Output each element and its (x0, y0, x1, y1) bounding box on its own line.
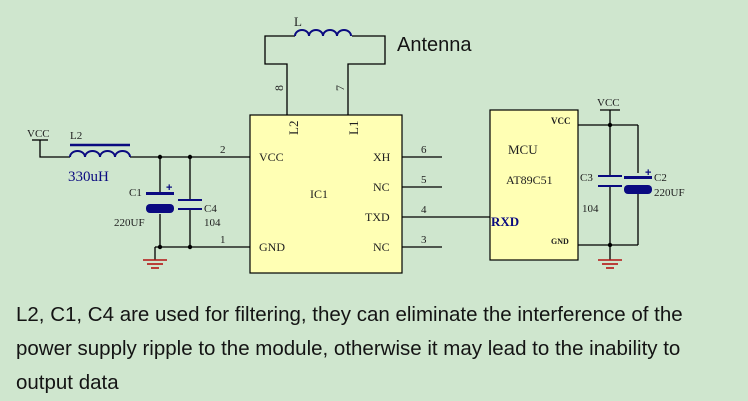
ic1-pin-6-num: 6 (421, 144, 427, 156)
antenna-label: Antenna (397, 34, 472, 56)
c2-ref: C2 (654, 172, 667, 184)
c1-plus-icon: + (166, 182, 172, 194)
ic1-body (249, 114, 403, 274)
ic1-pin-7-num: 7 (333, 85, 347, 91)
mcu-part: AT89C51 (506, 173, 553, 187)
antenna-inductor (294, 29, 352, 37)
left-vcc-label: VCC (27, 128, 50, 140)
junction-dot (187, 154, 193, 160)
caption-text: L2, C1, C4 are used for filtering, they … (16, 303, 683, 394)
junction-dot (607, 122, 613, 128)
c1-value: 220UF (114, 217, 145, 229)
l2-value: 330uH (68, 169, 109, 185)
c2-plate-bottom (624, 185, 652, 194)
l2-inductor (69, 150, 131, 158)
ground-icon (143, 259, 167, 269)
ic1-pin-l2-label: L2 (286, 121, 301, 135)
c1-plate-top (146, 192, 174, 195)
ic1-pin-xh-label: XH (373, 150, 391, 164)
ic1-pin-gnd-label: GND (259, 240, 285, 254)
right-vcc-label: VCC (597, 97, 620, 109)
l2-ref: L2 (70, 130, 82, 142)
ic1-pin-leads (402, 156, 442, 248)
c2-value: 220UF (654, 187, 685, 199)
ic1-pin-8-num: 8 (272, 85, 286, 91)
c1-plate-bottom (146, 204, 174, 213)
ic1-pin-4-num: 4 (421, 204, 427, 216)
ic1-pin-5-num: 5 (421, 174, 427, 186)
ic1-pin-l1-label: L1 (346, 121, 361, 135)
ground-icon (598, 259, 622, 269)
c4-ref: C4 (204, 203, 217, 215)
ic1-pin-nc-lower-label: NC (373, 240, 390, 254)
junction-dot (607, 242, 613, 248)
ic1-pin-2-num: 2 (220, 144, 226, 156)
junction-dot (187, 244, 193, 250)
c3-value: 104 (582, 203, 599, 215)
mcu-body (489, 109, 579, 261)
junction-dot (157, 244, 163, 250)
c1-ref: C1 (129, 187, 142, 199)
left-supply-wires (32, 139, 250, 260)
schematic: L Antenna IC1 8 7 L2 L1 2 VCC 1 GND 6 XH… (27, 14, 685, 274)
mcu-title: MCU (508, 142, 538, 157)
mcu-rxd-pin: RXD (491, 214, 519, 229)
c2-plate-top (624, 176, 652, 179)
ic1-pin-vcc-label: VCC (259, 150, 284, 164)
ic1-pin-1-num: 1 (220, 234, 226, 246)
c3-ref: C3 (580, 172, 593, 184)
ic1-name: IC1 (310, 187, 328, 201)
c2-plus-icon: + (645, 167, 651, 179)
mcu-gnd-pin: GND (551, 237, 569, 246)
ic1-pin-txd-label: TXD (365, 210, 390, 224)
junction-dot (157, 154, 163, 160)
mcu-vcc-pin: VCC (551, 116, 571, 126)
antenna-inductor-ref: L (294, 14, 302, 29)
c4-value: 104 (204, 217, 221, 229)
ic1-pin-nc-upper-label: NC (373, 180, 390, 194)
antenna-loop (264, 35, 386, 115)
ic1-pin-3-num: 3 (421, 234, 427, 246)
